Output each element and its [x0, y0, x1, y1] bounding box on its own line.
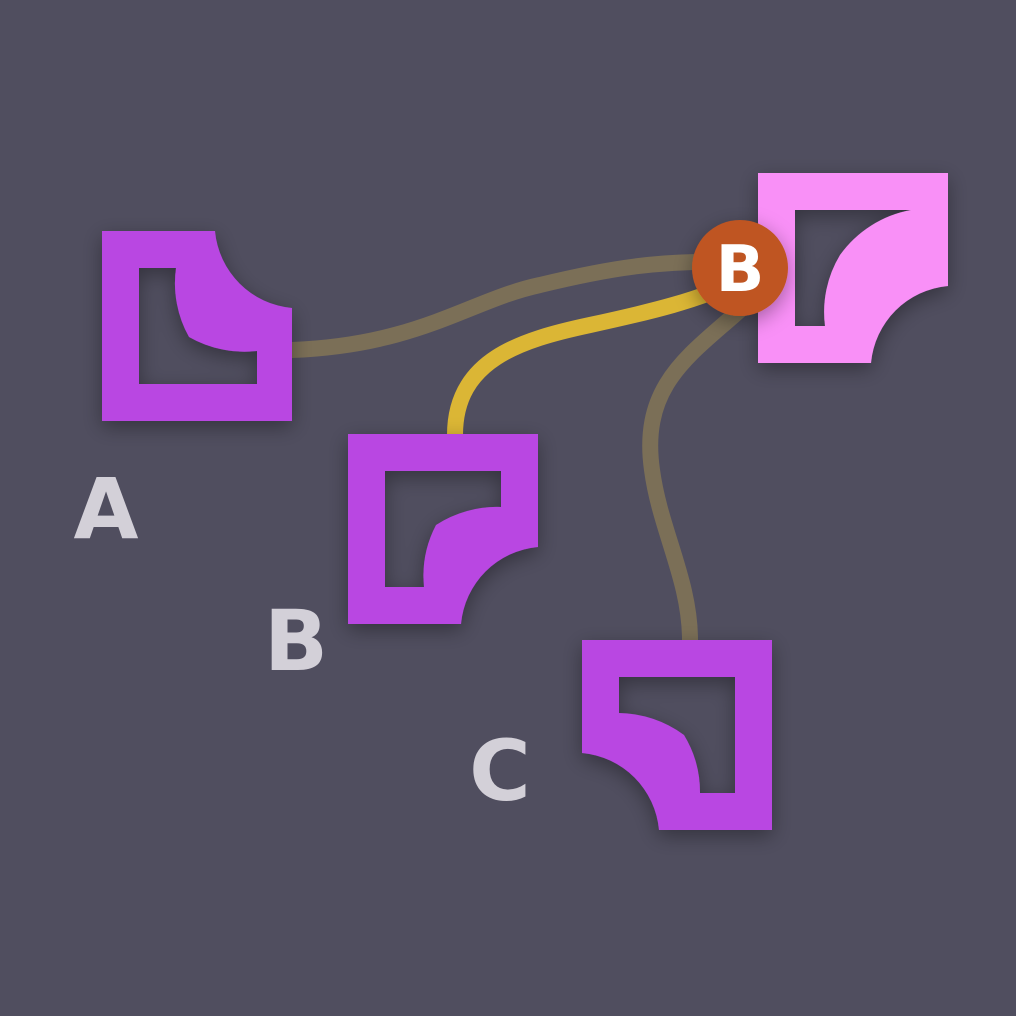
connections — [284, 253, 748, 648]
selected-answer-badge: B — [692, 220, 788, 316]
link-to-option-a — [284, 253, 743, 358]
option-b[interactable]: B — [264, 434, 538, 690]
target-piece — [758, 173, 948, 363]
corner-notch-shape-icon — [348, 434, 538, 624]
badge-circle — [692, 220, 788, 316]
corner-notch-shape-icon — [758, 173, 948, 363]
option-label: B — [264, 592, 328, 690]
corner-notch-shape-icon — [582, 640, 772, 830]
badge-letter: B — [716, 233, 765, 307]
option-label: A — [73, 460, 138, 558]
link-to-option-b — [447, 272, 748, 443]
option-a[interactable]: A — [73, 231, 292, 558]
option-label: C — [469, 722, 531, 820]
corner-notch-shape-icon — [102, 231, 292, 421]
option-c[interactable]: C — [469, 640, 772, 830]
link-to-option-c — [642, 302, 748, 648]
